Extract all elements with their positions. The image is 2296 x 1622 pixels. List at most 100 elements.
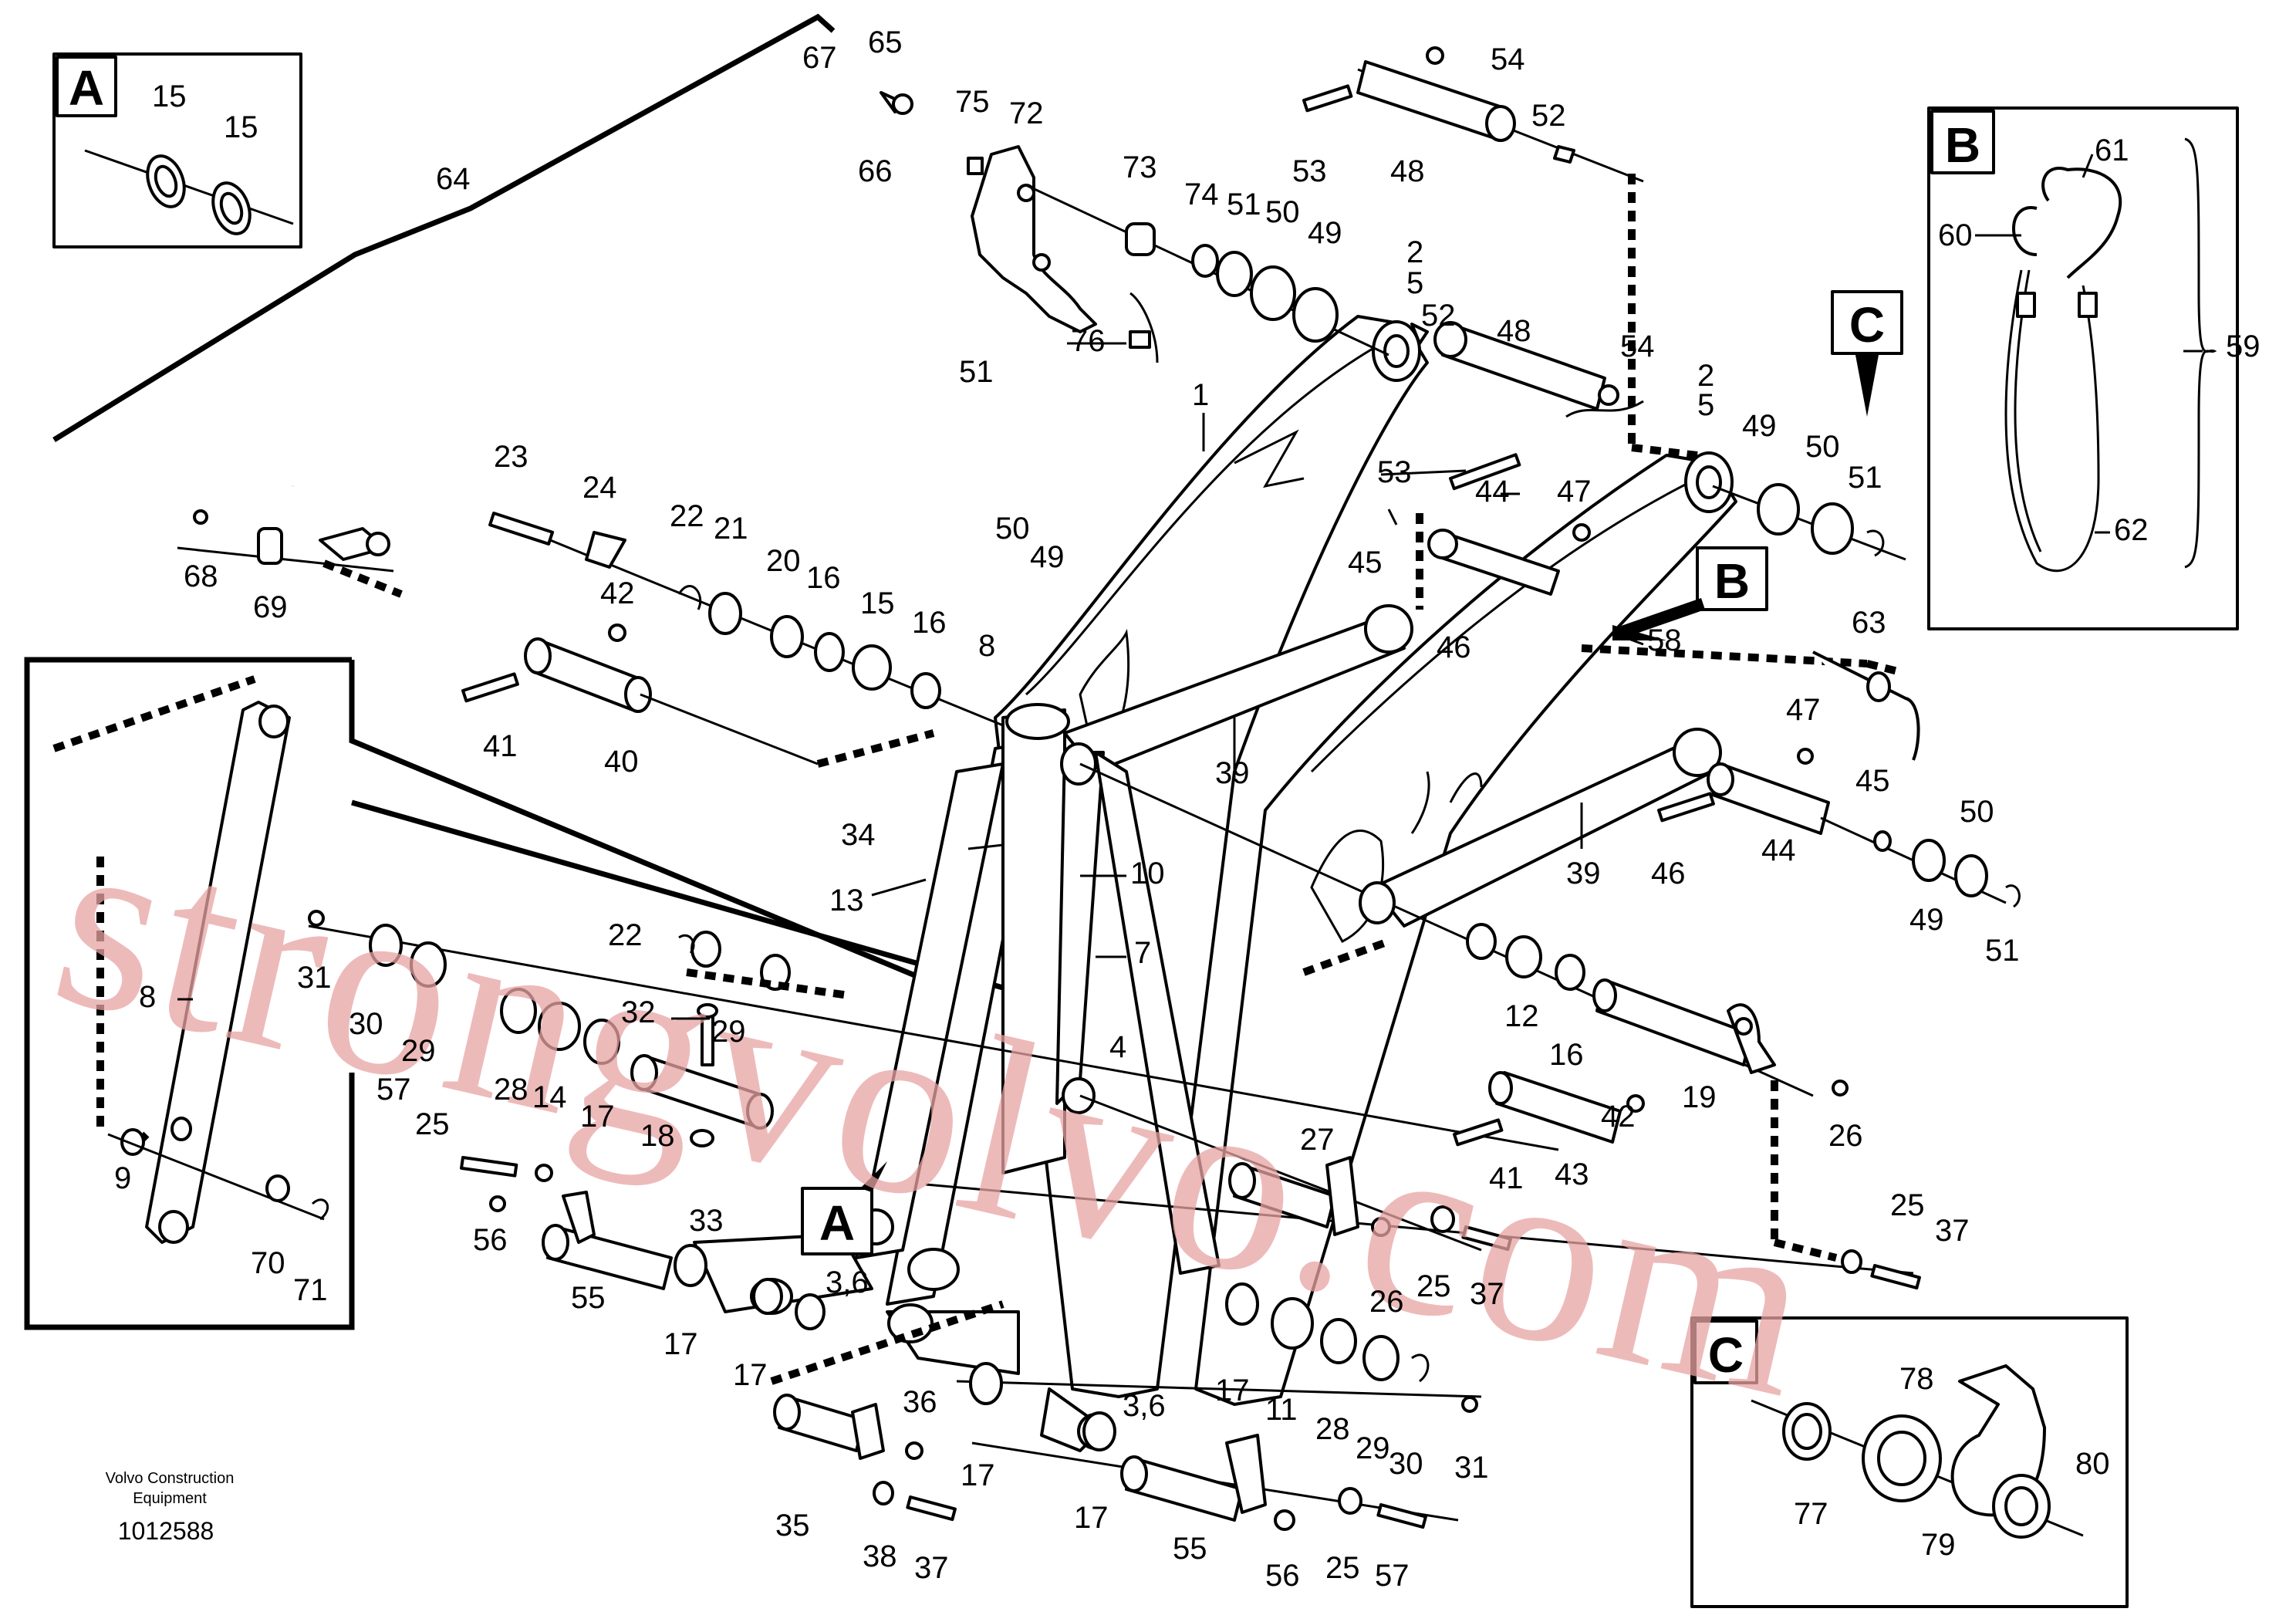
label-45: 45 <box>1348 546 1383 580</box>
label-66: 66 <box>858 154 893 188</box>
label-51: 51 <box>1985 934 2020 968</box>
label-74: 74 <box>1184 177 1219 211</box>
label-56: 56 <box>1265 1559 1300 1593</box>
label-29: 29 <box>401 1034 436 1068</box>
label-12: 12 <box>1504 999 1539 1033</box>
label-49: 49 <box>1909 903 1944 937</box>
label-77: 77 <box>1794 1497 1828 1531</box>
label-78: 78 <box>1899 1362 1934 1396</box>
label-71: 71 <box>293 1273 328 1307</box>
label-40: 40 <box>604 745 639 779</box>
label-17: 17 <box>1074 1501 1109 1535</box>
label-50: 50 <box>1265 195 1300 229</box>
label-54: 54 <box>1620 329 1655 363</box>
label-16: 16 <box>912 606 947 640</box>
label-35: 35 <box>775 1509 810 1543</box>
label-79: 79 <box>1921 1528 1956 1562</box>
label-30: 30 <box>349 1007 383 1041</box>
label-26: 26 <box>1828 1119 1863 1153</box>
label-34: 34 <box>841 818 876 852</box>
label-27: 27 <box>1300 1123 1335 1157</box>
label-57: 57 <box>376 1073 411 1107</box>
label-31: 31 <box>297 961 332 995</box>
label-51: 51 <box>959 355 994 389</box>
footer-drawing-number: 1012588 <box>118 1517 214 1545</box>
label-36: 36 <box>903 1385 937 1419</box>
label-18: 18 <box>640 1119 675 1153</box>
label-15: 15 <box>860 586 895 620</box>
label-51: 51 <box>1227 188 1261 221</box>
label-76: 76 <box>1071 324 1106 358</box>
footer-credit: Volvo Construction Equipment 1012588 <box>106 1470 235 1545</box>
label-44: 44 <box>1475 475 1510 509</box>
left-link-group-outline <box>24 657 1004 1330</box>
label-16: 16 <box>806 561 841 595</box>
label-42: 42 <box>600 576 635 610</box>
inset-b-lock-pin: B <box>1927 106 2239 630</box>
label-65: 65 <box>868 25 903 59</box>
label-68: 68 <box>184 559 218 593</box>
label-17: 17 <box>663 1327 698 1361</box>
label-9: 9 <box>114 1161 131 1195</box>
label-61: 61 <box>2095 133 2129 167</box>
label-50: 50 <box>995 512 1030 546</box>
inset-c-letter: C <box>1708 1327 1744 1383</box>
label-16: 16 <box>1549 1038 1584 1072</box>
inset-a-letter: A <box>69 60 104 116</box>
label-59: 59 <box>2226 329 2261 363</box>
label-55: 55 <box>1173 1532 1207 1566</box>
label-23: 23 <box>494 440 528 474</box>
label-51: 51 <box>1848 461 1882 495</box>
label-48: 48 <box>1497 314 1531 348</box>
label-57: 57 <box>1375 1559 1410 1593</box>
label-48: 48 <box>1390 154 1425 188</box>
label-20: 20 <box>766 544 801 578</box>
label-80: 80 <box>2075 1447 2110 1481</box>
label-47: 47 <box>1557 475 1592 509</box>
label-52: 52 <box>1531 99 1566 133</box>
label-28: 28 <box>494 1073 528 1107</box>
callout-a-letter: A <box>819 1195 855 1251</box>
label-52: 52 <box>1421 299 1456 333</box>
label-67: 67 <box>802 41 837 75</box>
label-11: 11 <box>1265 1393 1298 1427</box>
label-56: 56 <box>473 1223 508 1257</box>
label-1: 1 <box>1192 378 1209 412</box>
inset-c-bearing-assembly: C <box>1690 1316 2129 1608</box>
label-45: 45 <box>1855 764 1890 798</box>
label-38: 38 <box>863 1539 897 1573</box>
label-24: 24 <box>582 471 617 505</box>
label-19: 19 <box>1682 1080 1717 1114</box>
label-50: 50 <box>1805 430 1840 464</box>
part-labels: 1 2 5 2 5 4 7 8 8 9 10 11 12 13 14 15 15… <box>114 25 2261 1593</box>
label-72: 72 <box>1009 96 1044 130</box>
label-58: 58 <box>1647 623 1682 657</box>
inset-a-washers: A <box>52 52 302 248</box>
label-14: 14 <box>532 1080 567 1114</box>
label-49: 49 <box>1308 216 1342 250</box>
label-25: 25 <box>415 1107 450 1141</box>
label-70: 70 <box>251 1246 285 1280</box>
lube-pipe-64 <box>52 13 913 598</box>
callout-b-letter: B <box>1714 553 1750 609</box>
label-8: 8 <box>139 980 156 1014</box>
label-50: 50 <box>1960 795 1994 829</box>
label-42: 42 <box>1601 1100 1636 1134</box>
label-30: 30 <box>1389 1447 1423 1481</box>
label-3-6: 3,6 <box>826 1265 869 1299</box>
label-33: 33 <box>689 1204 724 1238</box>
callout-markers: B C A <box>801 290 1903 1255</box>
label-53: 53 <box>1377 455 1412 489</box>
label-29: 29 <box>711 1015 746 1049</box>
label-47: 47 <box>1786 693 1821 727</box>
label-17: 17 <box>961 1458 995 1492</box>
label-25: 25 <box>1416 1269 1451 1303</box>
label-69: 69 <box>253 590 288 624</box>
pins-and-shafts <box>308 46 2021 1531</box>
label-73: 73 <box>1123 150 1157 184</box>
label-31: 31 <box>1454 1451 1489 1485</box>
label-37: 37 <box>914 1551 949 1585</box>
label-39: 39 <box>1215 756 1250 790</box>
